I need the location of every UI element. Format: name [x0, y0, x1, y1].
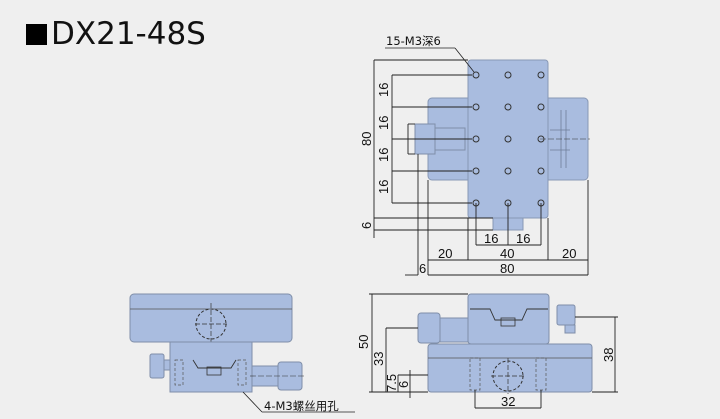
model-name: DX21-48S [51, 16, 206, 52]
dim-v16-2: 16 [376, 116, 391, 130]
dim-v16-4: 16 [376, 180, 391, 194]
side-view: 50 33 7.5 6 38 32 [356, 293, 618, 409]
front-view: 4-M3螺丝用孔 [129, 293, 355, 413]
dim-side-base-offset: 7.5 [384, 374, 399, 392]
dim-side-hole-spacing: 32 [501, 394, 515, 409]
dim-bottom-offset: 6 [359, 222, 374, 229]
dim-left-width: 20 [438, 246, 452, 261]
dim-overall-height: 80 [359, 132, 374, 146]
dim-left-offset: 6 [419, 261, 426, 276]
dim-v16-1: 16 [376, 83, 391, 97]
dim-v16-3: 16 [376, 148, 391, 162]
model-title: DX21-48S [26, 16, 206, 52]
dim-overall-width: 80 [500, 261, 514, 276]
square-bullet-icon [26, 23, 47, 45]
dim-h16-left: 16 [484, 231, 498, 246]
dim-right-width: 20 [562, 246, 576, 261]
dim-center-width: 40 [500, 246, 514, 261]
top-view: 15-M3深6 16 16 16 16 80 6 [359, 34, 590, 276]
top-callout: 15-M3深6 [386, 34, 441, 48]
dim-side-base-hole: 6 [396, 381, 411, 388]
dim-h16-right: 16 [516, 231, 530, 246]
dim-side-right-height: 38 [601, 348, 616, 362]
dim-side-knob-height: 33 [371, 352, 386, 366]
dim-side-overall-height: 50 [356, 335, 371, 349]
front-callout: 4-M3螺丝用孔 [264, 399, 339, 413]
